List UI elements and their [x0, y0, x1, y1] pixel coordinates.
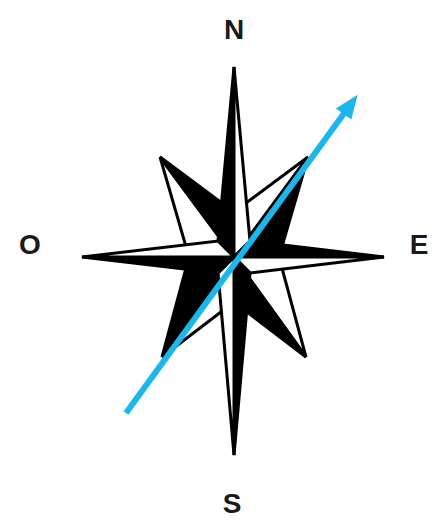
compass-label: N [224, 16, 244, 44]
compass-point [82, 241, 234, 257]
compass-point [234, 241, 384, 257]
compass-label: O [19, 231, 41, 259]
compass-label: S [223, 490, 242, 518]
main-points [82, 67, 384, 455]
compass-label: E [410, 231, 429, 259]
compass-point [234, 67, 250, 257]
compass-point [234, 257, 384, 273]
compass-point [234, 257, 250, 455]
direction-arrow [126, 97, 356, 413]
compass-point [82, 257, 234, 273]
arrow-shaft [126, 112, 345, 413]
arrow-head [338, 97, 356, 118]
compass-point [218, 67, 234, 257]
